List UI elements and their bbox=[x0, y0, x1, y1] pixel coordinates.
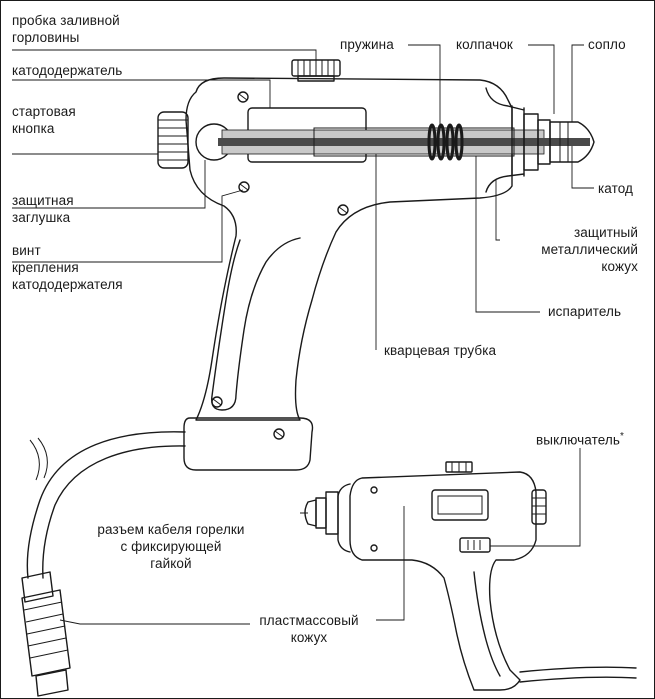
cable-connector bbox=[21, 571, 71, 697]
label-metal-shield-line1: защитный bbox=[573, 225, 638, 240]
label-plastic-housing-line2: кожух bbox=[290, 630, 328, 645]
start-button-part bbox=[157, 111, 189, 169]
label-metal-shield-line2: металлический bbox=[541, 242, 638, 257]
label-screw: винт крепления катододержателя bbox=[12, 242, 123, 293]
label-protective-plug-line2: заглушка bbox=[12, 210, 71, 225]
label-cap: колпачок bbox=[456, 37, 513, 52]
label-metal-shield: защитный металлический кожух bbox=[500, 224, 638, 275]
label-connector: разъем кабеля горелки с фиксирующей гайк… bbox=[76, 521, 266, 572]
label-metal-shield-line3: кожух bbox=[601, 259, 638, 274]
label-quartz-tube: кварцевая трубка bbox=[384, 343, 497, 358]
label-evaporator: испаритель bbox=[548, 304, 622, 319]
label-plastic-housing-line1: пластмассовый bbox=[259, 613, 359, 628]
label-plastic-housing: пластмассовый кожух bbox=[246, 612, 372, 646]
label-connector-line1: разъем кабеля горелки bbox=[97, 522, 245, 537]
small-torch bbox=[300, 461, 637, 691]
small-torch-body bbox=[349, 471, 537, 691]
label-start-button-line2: кнопка bbox=[12, 121, 55, 136]
torch-body bbox=[185, 77, 513, 421]
label-filler-cap-line2: горловины bbox=[12, 30, 80, 45]
label-screw-line3: катододержателя bbox=[12, 277, 123, 292]
label-start-button-line1: стартовая bbox=[12, 104, 76, 119]
label-protective-plug: защитная заглушка bbox=[12, 192, 74, 226]
label-switch: выключатель* bbox=[536, 428, 624, 449]
cathode-rod bbox=[218, 138, 590, 146]
main-torch bbox=[21, 59, 595, 697]
leader-lines bbox=[12, 44, 594, 625]
torch-cable bbox=[26, 431, 186, 579]
label-switch-text: выключатель bbox=[536, 432, 620, 448]
spring-part bbox=[427, 123, 464, 161]
label-protective-plug-line1: защитная bbox=[12, 193, 74, 208]
label-cathode-holder: катододержатель bbox=[12, 63, 123, 78]
label-start-button: стартовая кнопка bbox=[12, 103, 76, 137]
handle-base bbox=[183, 417, 314, 471]
label-filler-cap-line1: пробка заливной bbox=[12, 13, 120, 28]
label-filler-cap: пробка заливной горловины bbox=[12, 12, 120, 46]
label-screw-line1: винт bbox=[12, 243, 41, 258]
small-torch-switch bbox=[459, 537, 491, 553]
label-connector-line3: гайкой bbox=[150, 556, 192, 571]
label-spring: пружина bbox=[340, 37, 394, 52]
label-connector-line2: с фиксирующей bbox=[120, 539, 222, 554]
screws bbox=[211, 91, 349, 440]
label-cathode: катод bbox=[598, 181, 634, 196]
label-screw-line2: крепления bbox=[12, 260, 79, 275]
filler-cap-part bbox=[291, 59, 341, 82]
label-nozzle: сопло bbox=[588, 37, 626, 52]
label-switch-mark: * bbox=[620, 431, 624, 442]
cap-nozzle-part bbox=[523, 113, 595, 171]
